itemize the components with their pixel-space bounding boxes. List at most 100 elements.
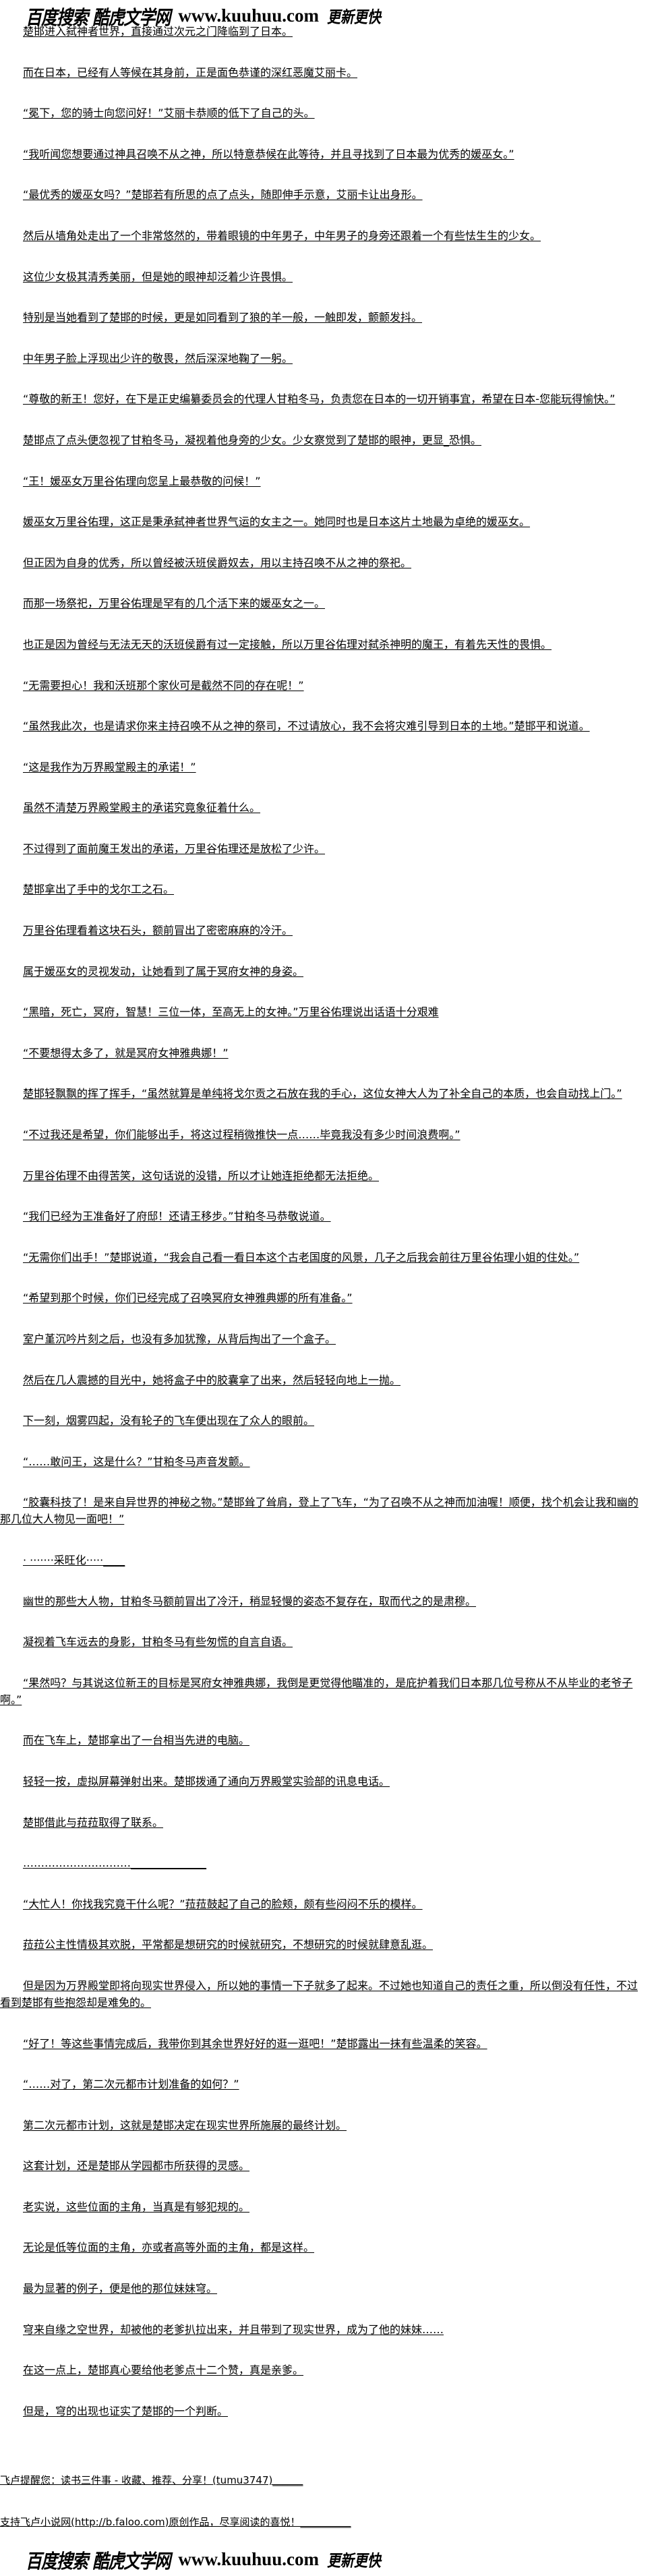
paragraph: 楚邯拿出了手中的戈尔工之石。 [0, 881, 647, 898]
paragraph-text: “无需你们出手！”楚邯说道，“我会自己看一看日本这个古老国度的风景，几子之后我会… [23, 1250, 580, 1264]
paragraph: “……敢问王，这是什么？”甘粕冬马声音发颤。 [0, 1453, 647, 1470]
paragraph: 菈菈公主性情极其欢脱，平常都是想研究的时候就研究，不想研究的时候就肆意乱逛。 [0, 1936, 647, 1953]
paragraph-text: “……对了，第二次元都市计划准备的如何？” [23, 2078, 239, 2091]
paragraph-text: “最优秀的媛巫女吗？”楚邯若有所思的点了点头，随即伸手示意，艾丽卡让出身形。 [23, 188, 423, 202]
paragraph-text: 特别是当她看到了楚邯的时候，更是如同看到了狼的羊一般，一触即发，颤颤发抖。 [23, 311, 423, 324]
paragraph: 在这一点上，楚邯真心要给他老爹点十二个赞，真是亲爹。 [0, 2362, 647, 2378]
paragraph: 然后从墙角处走出了一个非常悠然的，带着眼镜的中年男子，中年男子的身旁还跟着一个有… [0, 227, 647, 244]
paragraph-text: 但是，穹的出现也证实了楚邯的一个判断。 [23, 2404, 229, 2418]
paragraph: “不过我还是希望，你们能够出手，将这过程稍微推快一点……毕竟我没有多少时间浪费啊… [0, 1126, 647, 1143]
paragraph-text: “好了！等这些事情完成后，我带你到其余世界好好的逛一逛吧！”楚邯露出一抹有些温柔… [23, 2037, 487, 2050]
paragraph-text: “这是我作为万界殿堂殿主的承诺！” [23, 760, 196, 773]
paragraph: 属于媛巫女的灵视发动，让她看到了属于冥府女神的身姿。 [0, 963, 647, 980]
paragraph: “我听闻您想要通过神具召唤不从之神，所以特意恭候在此等待，并且寻找到了日本最为优… [0, 146, 647, 163]
logo-url-text: www.kuuhuu.com [178, 2548, 319, 2569]
paragraph-text: 这套计划，还是楚邯从学园都市所获得的灵感。 [23, 2159, 250, 2173]
paragraph-text: 媛巫女万里谷佑理，这正是秉承弑神者世界气运的女主之一。她同时也是日本这片土地最为… [23, 515, 531, 529]
paragraph-text: 楚邯拿出了手中的戈尔工之石。 [23, 883, 175, 896]
paragraph-text: “果然吗？与其说这位新王的目标是冥府女神雅典娜，我倒是更觉得他瞄准的，是庇护着我… [0, 1676, 633, 1706]
paragraph: 万里谷佑理看着这块石头，额前冒出了密密麻麻的冷汗。 [0, 922, 647, 939]
paragraph-text: 室户堇沉吟片刻之后，也没有多加犹豫，从背后掏出了一个盒子。 [23, 1333, 336, 1345]
paragraph-text: 轻轻一按，虚拟屏幕弹射出来。楚邯拨通了通向万界殿堂实验部的讯息电话。 [23, 1774, 390, 1788]
footer-notes: 飞卢提醒您：读书三件事 - 收藏、推荐、分享！(tumu3747)______ … [0, 2472, 647, 2556]
site-logo-banner-bottom: 百度搜索 酷虎文学网 www.kuuhuu.com 更新更快 [26, 2548, 381, 2573]
paragraph-text: 虽然不清楚万界殿堂殿主的承诺究竟象征着什么。 [23, 801, 261, 815]
paragraph-text: 在这一点上，楚邯真心要给他老爹点十二个赞，真是亲爹。 [23, 2364, 304, 2377]
paragraph: 凝视着飞车远去的身影，甘粕冬马有些匆慌的自言自语。 [0, 1633, 647, 1650]
paragraph: “果然吗？与其说这位新王的目标是冥府女神雅典娜，我倒是更觉得他瞄准的，是庇护着我… [0, 1674, 647, 1708]
paragraph-text: “冕下，您的骑士向您问好！”艾丽卡恭顺的低下了自己的头。 [23, 107, 315, 120]
logo-chinese-text: 百度搜索 酷虎文学网 [26, 5, 171, 29]
paragraph: “最优秀的媛巫女吗？”楚邯若有所思的点了点头，随即伸手示意，艾丽卡让出身形。 [0, 186, 647, 203]
paragraph-text: “无需要担心！我和沃班那个家伙可是截然不同的存在呢！” [23, 678, 304, 692]
footer-support-link-text: 支持飞卢小说网(http://b.faloo.com)原创作品，尽享阅读的喜悦！… [0, 2516, 351, 2528]
paragraph-text: 无论是低等位面的主角，亦或者高等外面的主角，都是这样。 [23, 2241, 315, 2254]
paragraph: 楚邯借此与菈菈取得了联系。 [0, 1814, 647, 1831]
paragraph: 这位少女极其清秀美丽，但是她的眼神却泛着少许畏惧。 [0, 268, 647, 285]
paragraph-text: 楚邯轻飘飘的挥了挥手，“虽然就算是单纯将戈尔贡之石放在我的手心，这位女神大人为了… [23, 1087, 622, 1101]
paragraph: 但是因为万界殿堂即将向现实世界侵入，所以她的事情一下子就多了起来。不过她也知道自… [0, 1977, 647, 2011]
logo-url-text: www.kuuhuu.com [178, 5, 319, 26]
paragraph: 也正是因为曾经与无法无天的沃班侯爵有过一定接触，所以万里谷佑理对弑杀神明的魔王，… [0, 636, 647, 653]
paragraph: 而在日本，已经有人等候在其身前，正是面色恭谨的深红恶魔艾丽卡。 [0, 64, 647, 81]
paragraph: 老实说，这些位面的主角，当真是有够犯规的。 [0, 2198, 647, 2215]
paragraph-text: “虽然我此次，也是请求你来主持召唤不从之神的祭司，不过请放心，我不会将灾难引导到… [23, 720, 590, 733]
paragraph: 不过得到了面前魔王发出的承诺，万里谷佑理还是放松了少许。 [0, 840, 647, 857]
paragraph-text: 楚邯借此与菈菈取得了联系。 [23, 1815, 164, 1829]
paragraph-text: 幽世的那些大人物，甘粕冬马额前冒出了冷汗，稍显轻慢的姿态不复存在，取而代之的是肃… [23, 1594, 477, 1608]
paragraph: 媛巫女万里谷佑理，这正是秉承弑神者世界气运的女主之一。她同时也是日本这片土地最为… [0, 513, 647, 530]
footer-support: 支持飞卢小说网(http://b.faloo.com)原创作品，尽享阅读的喜悦！… [0, 2514, 647, 2531]
paragraph: 无论是低等位面的主角，亦或者高等外面的主角，都是这样。 [0, 2239, 647, 2256]
paragraph-text: 楚邯点了点头便忽视了甘粕冬马，凝视着他身旁的少女。少女察觉到了楚邯的眼神，更显_… [23, 433, 482, 446]
paragraph-text: “大忙人！你找我究竟干什么呢？”菈菈鼓起了自己的脸颊，颇有些闷闷不乐的模样。 [23, 1897, 423, 1910]
paragraph-text: 而那一场祭祀，万里谷佑理是罕有的几个活下来的媛巫女之一。 [23, 597, 326, 610]
paragraph-text: 也正是因为曾经与无法无天的沃班侯爵有过一定接触，所以万里谷佑理对弑杀神明的魔王，… [23, 637, 552, 651]
paragraph-text: “尊敬的新王！您好，在下是正史编纂委员会的代理人甘粕冬马，负责您在日本的一切开销… [23, 392, 616, 406]
paragraph-text: 凝视着飞车远去的身影，甘粕冬马有些匆慌的自言自语。 [23, 1635, 293, 1649]
paragraph: 楚邯轻飘飘的挥了挥手，“虽然就算是单纯将戈尔贡之石放在我的手心，这位女神大人为了… [0, 1085, 647, 1102]
paragraph-text: “王！媛巫女万里谷佑理向您呈上最恭敬的问候！” [23, 474, 261, 488]
footer-reminder: 飞卢提醒您：读书三件事 - 收藏、推荐、分享！(tumu3747)______ [0, 2472, 647, 2489]
paragraph-text: 属于媛巫女的灵视发动，让她看到了属于冥府女神的身姿。 [23, 964, 304, 978]
paragraph-text: 然后在几人震撼的目光中，她将盒子中的胶囊拿了出来，然后轻轻向地上一抛。 [23, 1373, 401, 1386]
paragraph: 然后在几人震撼的目光中，她将盒子中的胶囊拿了出来，然后轻轻向地上一抛。 [0, 1372, 647, 1388]
logo-chinese-text: 百度搜索 酷虎文学网 [26, 2549, 171, 2573]
paragraph: 而那一场祭祀，万里谷佑理是罕有的几个活下来的媛巫女之一。 [0, 595, 647, 612]
paragraph: “胶囊科技了！是来自异世界的神秘之物。”楚邯耸了耸肩，登上了飞车，“为了召唤不从… [0, 1494, 647, 1527]
paragraph: “尊敬的新王！您好，在下是正史编纂委员会的代理人甘粕冬马，负责您在日本的一切开销… [0, 390, 647, 407]
paragraph: “……对了，第二次元都市计划准备的如何？” [0, 2076, 647, 2092]
footer-reminder-text: 飞卢提醒您：读书三件事 - 收藏、推荐、分享！(tumu3747)______ [0, 2474, 303, 2486]
paragraph: “冕下，您的骑士向您问好！”艾丽卡恭顺的低下了自己的头。 [0, 105, 647, 121]
paragraph-text: “胶囊科技了！是来自异世界的神秘之物。”楚邯耸了耸肩，登上了飞车，“为了召唤不从… [0, 1496, 638, 1526]
paragraph-text: 而在日本，已经有人等候在其身前，正是面色恭谨的深红恶魔艾丽卡。 [23, 65, 358, 79]
paragraph: 但正因为自身的优秀，所以曾经被沃班侯爵奴去，用以主持召唤不从之神的祭祀。 [0, 554, 647, 571]
paragraph: 下一刻，烟雾四起，没有轮子的飞车便出现在了众人的眼前。 [0, 1412, 647, 1429]
paragraph: 穹来自缘之空世界，却被他的老爹扒拉出来，并且带到了现实世界，成为了他的妹妹…… [0, 2321, 647, 2338]
paragraph: 中年男子脸上浮现出少许的敬畏，然后深深地鞠了一躬。 [0, 350, 647, 367]
chapter-body: 楚邯进入弑神者世界，直接通过次元之门降临到了日本。而在日本，已经有人等候在其身前… [0, 23, 647, 2443]
logo-tagline: 更新更快 [326, 7, 381, 27]
paragraph-text: 菈菈公主性情极其欢脱，平常都是想研究的时候就研究，不想研究的时候就肆意乱逛。 [23, 1938, 434, 1952]
paragraph-text: 楚邯进入弑神者世界，直接通过次元之门降临到了日本。 [23, 25, 293, 38]
paragraph-text: 这位少女极其清秀美丽，但是她的眼神却泛着少许畏惧。 [23, 270, 293, 283]
paragraph: 这套计划，还是楚邯从学园都市所获得的灵感。 [0, 2157, 647, 2174]
paragraph: “希望到那个时候，你们已经完成了召唤冥府女神雅典娜的所有准备。” [0, 1289, 647, 1306]
paragraph-text: …………………………______________ [23, 1856, 206, 1870]
paragraph-text: 但是因为万界殿堂即将向现实世界侵入，所以她的事情一下子就多了起来。不过她也知道自… [0, 1979, 638, 2009]
paragraph: 而在飞车上，楚邯拿出了一台相当先进的电脑。 [0, 1732, 647, 1749]
paragraph: “黑暗，死亡，冥府，智慧！三位一体，至高无上的女神。”万里谷佑理说出话语十分艰难 [0, 1003, 647, 1020]
paragraph-text: “黑暗，死亡，冥府，智慧！三位一体，至高无上的女神。”万里谷佑理说出话语十分艰难 [23, 1005, 439, 1019]
paragraph: 轻轻一按，虚拟屏幕弹射出来。楚邯拨通了通向万界殿堂实验部的讯息电话。 [0, 1773, 647, 1790]
paragraph-text: 万里谷佑理看着这块石头，额前冒出了密密麻麻的冷汗。 [23, 924, 293, 937]
paragraph-text: “希望到那个时候，你们已经完成了召唤冥府女神雅典娜的所有准备。” [23, 1291, 353, 1305]
paragraph-text: 而在飞车上，楚邯拿出了一台相当先进的电脑。 [23, 1734, 250, 1747]
paragraph-text: “不要想得太多了，就是冥府女神雅典娜！” [23, 1046, 229, 1059]
paragraph: 特别是当她看到了楚邯的时候，更是如同看到了狼的羊一般，一触即发，颤颤发抖。 [0, 309, 647, 326]
paragraph-text: · ·······采旺化·····____ [23, 1553, 125, 1567]
paragraph-text: 第二次元都市计划，这就是楚邯决定在现实世界所施展的最终计划。 [23, 2118, 347, 2132]
paragraph: “我们已经为王准备好了府邸！还请王移步。”甘粕冬马恭敬说道。 [0, 1208, 647, 1225]
logo-tagline: 更新更快 [326, 2550, 381, 2571]
paragraph: …………………………______________ [0, 1854, 647, 1871]
paragraph: “虽然我此次，也是请求你来主持召唤不从之神的祭司，不过请放心，我不会将灾难引导到… [0, 718, 647, 734]
paragraph-text: 但正因为自身的优秀，所以曾经被沃班侯爵奴去，用以主持召唤不从之神的祭祀。 [23, 556, 412, 569]
